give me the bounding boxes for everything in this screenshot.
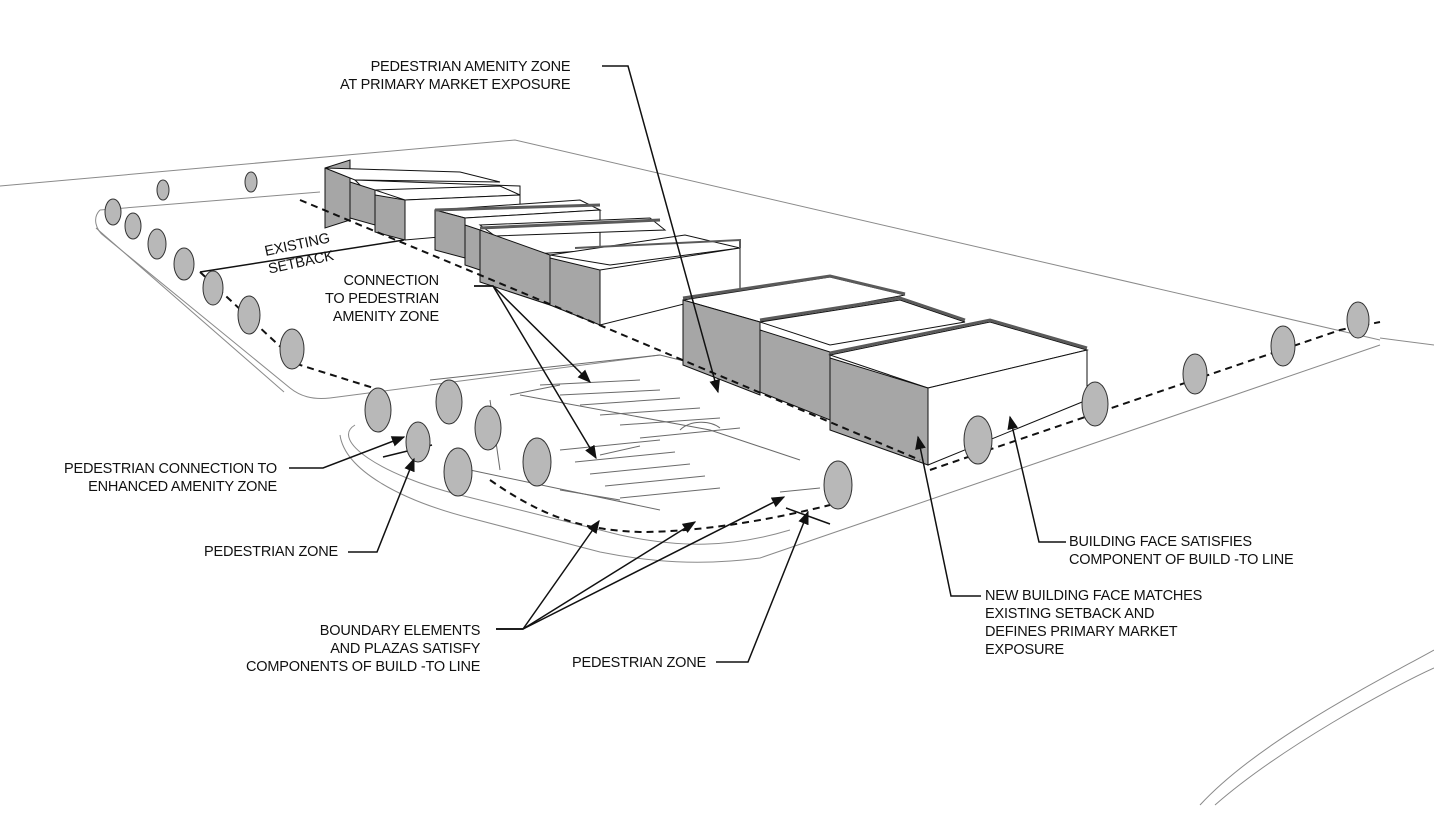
ped-zone-left-label: PEDESTRIAN ZONE bbox=[204, 544, 338, 560]
connection-label: CONNECTION TO PEDESTRIAN AMENITY ZONE bbox=[325, 273, 439, 325]
ped-zone-bottom-label: PEDESTRIAN ZONE bbox=[572, 655, 706, 671]
amenity-zone-label: PEDESTRIAN AMENITY ZONE AT PRIMARY MARKE… bbox=[340, 59, 571, 93]
ped-connection-label: PEDESTRIAN CONNECTION TO ENHANCED AMENIT… bbox=[64, 461, 277, 495]
site-ground-lines bbox=[0, 139, 1434, 806]
buildings-back-row bbox=[324, 159, 741, 326]
new-building-face-label: NEW BUILDING FACE MATCHES EXISTING SETBA… bbox=[985, 588, 1203, 658]
street-trees bbox=[104, 171, 1370, 510]
buildings-front-row bbox=[682, 274, 1089, 466]
setback-dimension-line bbox=[199, 239, 405, 273]
boundary-elements-label: BOUNDARY ELEMENTS AND PLAZAS SATISFY COM… bbox=[246, 623, 481, 675]
leader-lines bbox=[289, 65, 1066, 663]
building-face-label: BUILDING FACE SATISFIES COMPONENT OF BUI… bbox=[1069, 534, 1294, 568]
